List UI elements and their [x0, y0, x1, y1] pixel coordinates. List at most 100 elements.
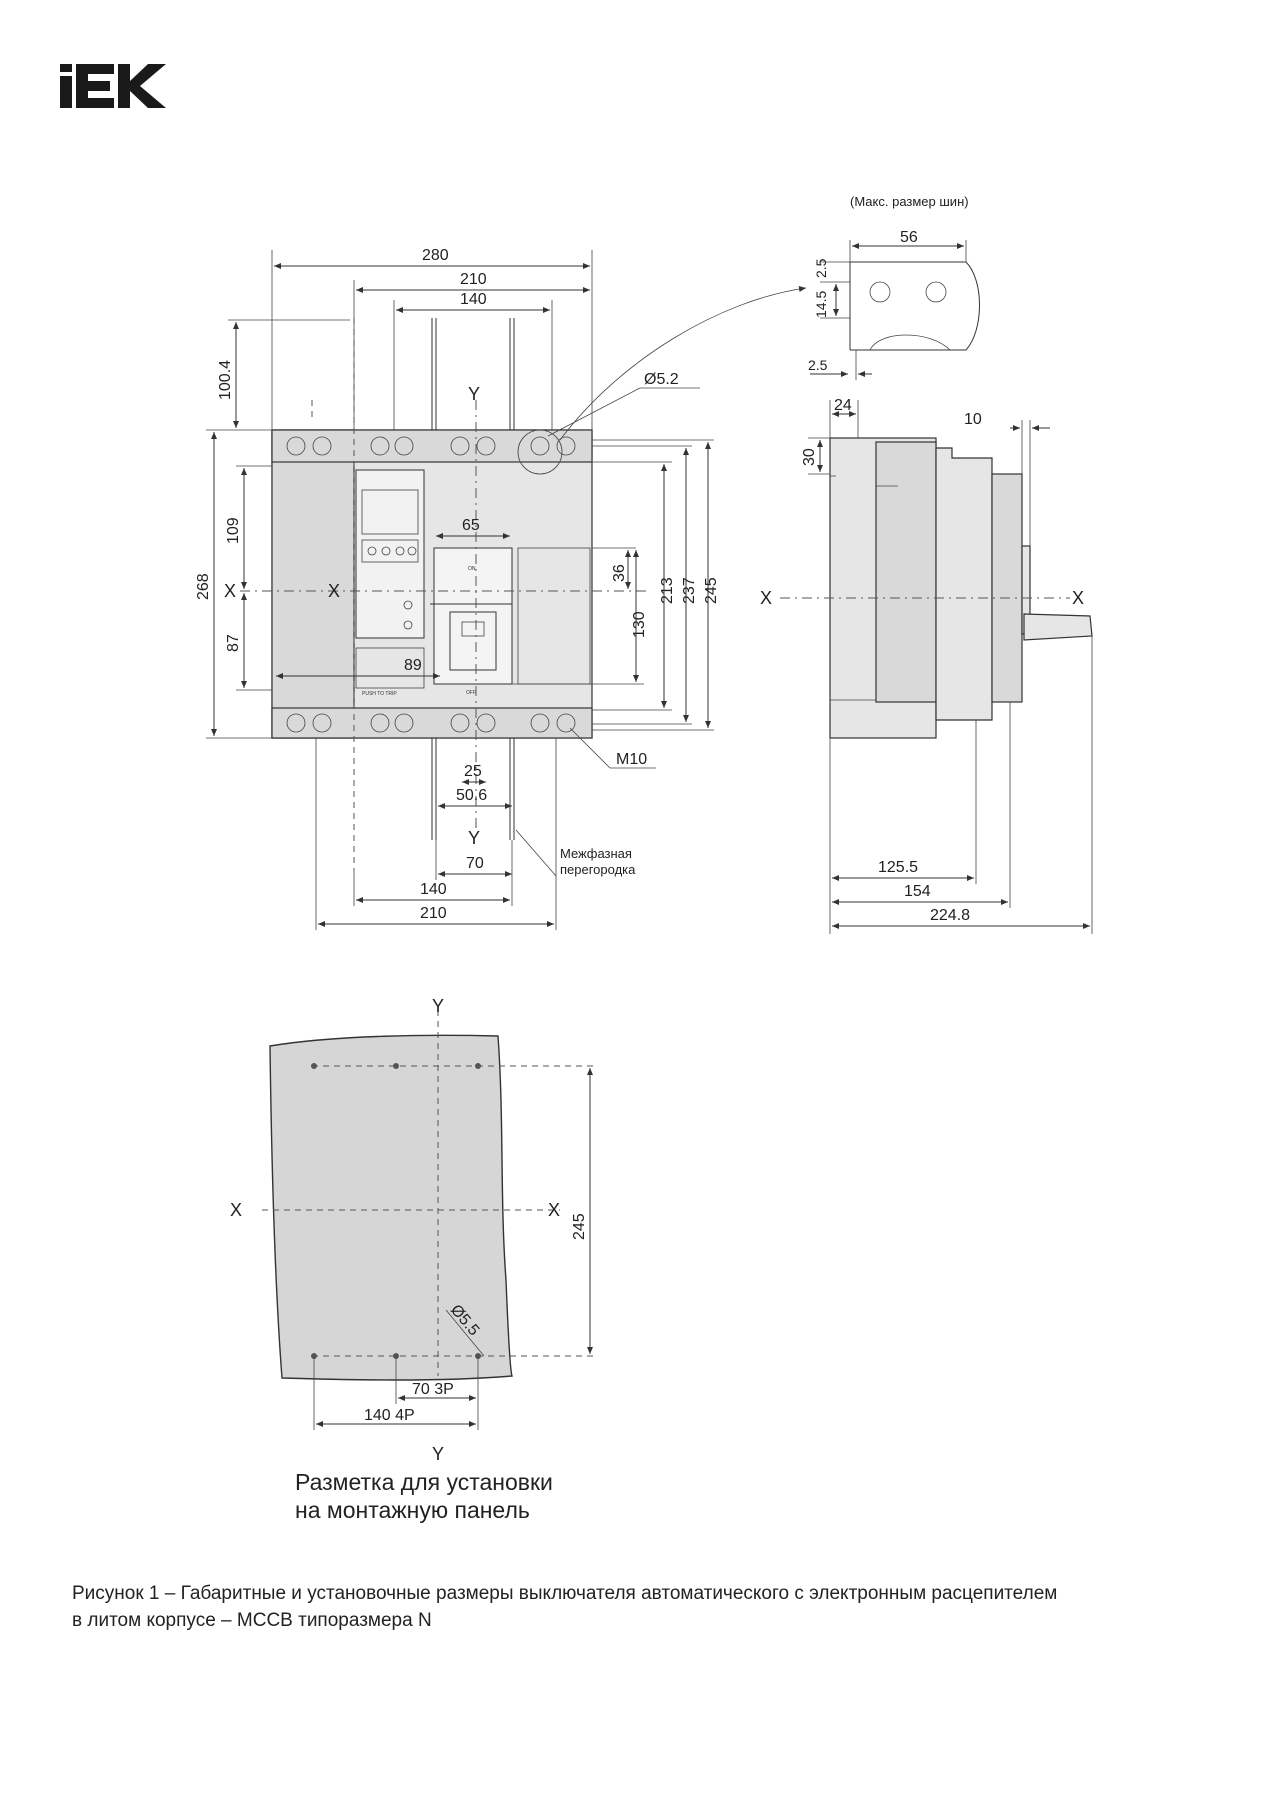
side-view: X X 24 10 30 125.5: [760, 397, 1093, 934]
figure-caption-line-1: Рисунок 1 – Габаритные и установочные ра…: [72, 1583, 1058, 1604]
svg-text:65: 65: [462, 517, 480, 534]
dim-30: 30: [801, 437, 830, 475]
figure-caption-line-2: в литом корпусе – MCCB типоразмера N: [72, 1610, 432, 1631]
dim-56: 56: [849, 229, 967, 262]
svg-text:210: 210: [420, 905, 447, 922]
svg-text:70 3P: 70 3P: [412, 1381, 454, 1398]
handle-on-label: ON: [468, 566, 476, 572]
axis-label-x-mid: X: [328, 581, 340, 601]
dim-109: 109: [225, 465, 272, 589]
trip-unit: [355, 469, 425, 639]
mounting-caption-line-1: Разметка для установки: [295, 1469, 553, 1495]
dim-87: 87: [225, 593, 272, 691]
iek-logo: [60, 64, 170, 113]
axis-label-x-left: X: [224, 581, 236, 601]
dim-268: 268: [195, 429, 272, 739]
dim-140-bottom: 140: [353, 840, 513, 906]
svg-text:100.4: 100.4: [217, 360, 234, 400]
dim-125-5: 125.5: [829, 720, 977, 934]
svg-text:224.8: 224.8: [930, 907, 970, 924]
svg-text:25: 25: [464, 763, 482, 780]
bottom-terminals: [286, 713, 576, 733]
svg-text:2.5: 2.5: [808, 357, 828, 373]
mounting-caption: Разметка для установки на монтажную пане…: [295, 1468, 695, 1524]
axis-label-y-top: Y: [468, 384, 480, 404]
dim-14-5: 14.5: [813, 284, 850, 319]
partition-rods: [431, 318, 515, 840]
svg-text:Ø5.2: Ø5.2: [644, 371, 679, 388]
side-axis-x-right: X: [1072, 588, 1084, 608]
dim-100-4: 100.4: [217, 319, 350, 428]
callout-partition: Межфазная перегородка: [515, 829, 636, 877]
top-terminals: [286, 429, 576, 475]
svg-text:245: 245: [703, 577, 720, 604]
svg-text:237: 237: [681, 577, 698, 604]
dim-25: 25: [462, 763, 486, 785]
dim-130: 130: [512, 550, 648, 685]
svg-text:89: 89: [404, 657, 422, 674]
panel-axis-y-bottom: Y: [432, 1444, 444, 1464]
dim-210-bottom: 210: [315, 738, 557, 930]
svg-text:268: 268: [195, 573, 212, 600]
bus-detail-note: (Макс. размер шин): [850, 194, 969, 209]
dim-10: 10: [964, 411, 1050, 546]
svg-text:50.6: 50.6: [456, 787, 487, 804]
svg-text:125.5: 125.5: [878, 859, 918, 876]
side-axis-x-left: X: [760, 588, 772, 608]
svg-text:109: 109: [225, 517, 242, 544]
dim-154: 154: [832, 702, 1011, 908]
svg-text:87: 87: [225, 634, 242, 652]
svg-text:2.5: 2.5: [813, 258, 829, 278]
dim-140-top: 140: [393, 291, 553, 430]
front-view: Y Y X X ON OFF PUSH TO TRIP 280 210 140 …: [195, 247, 807, 930]
panel-axis-x-right: X: [548, 1200, 560, 1220]
dim-89: 89: [276, 657, 440, 679]
dim-237: 237: [592, 445, 698, 725]
svg-text:130: 130: [631, 611, 648, 638]
bus-detail: (Макс. размер шин) 56 2.5 14.5 2.5: [808, 194, 980, 380]
dim-2-5-top: 2.5: [813, 258, 850, 283]
panel-axis-y-top: Y: [432, 996, 444, 1016]
svg-text:154: 154: [904, 883, 931, 900]
dim-245: 245: [592, 439, 720, 731]
dim-2-5-bottom: 2.5: [808, 350, 872, 380]
dim-280: 280: [271, 247, 593, 430]
figure-caption: Рисунок 1 – Габаритные и установочные ра…: [72, 1580, 1172, 1634]
svg-text:14.5: 14.5: [813, 291, 829, 318]
mounting-panel: Y Y X X 245 Ø5.5 70 3P 140 4P: [230, 996, 596, 1464]
svg-text:Межфазная: Межфазная: [560, 846, 632, 861]
callout-d5-2: Ø5.2: [547, 286, 807, 441]
svg-text:36: 36: [611, 564, 628, 582]
dim-24: 24: [829, 397, 859, 438]
svg-text:140: 140: [420, 881, 447, 898]
dim-panel-245: 245: [571, 1068, 593, 1354]
axis-label-y-bottom: Y: [468, 828, 480, 848]
svg-text:70: 70: [466, 855, 484, 872]
handle-off-label: OFF: [466, 690, 476, 696]
mounting-caption-line-2: на монтажную панель: [295, 1497, 530, 1523]
mounting-holes: [311, 1063, 481, 1359]
svg-text:10: 10: [964, 411, 982, 428]
svg-text:140: 140: [460, 291, 487, 308]
svg-text:210: 210: [460, 271, 487, 288]
svg-text:140 4P: 140 4P: [364, 1407, 415, 1424]
panel-axis-x-left: X: [230, 1200, 242, 1220]
dim-panel-70-3p: 70 3P: [395, 1356, 479, 1430]
svg-text:213: 213: [659, 577, 676, 604]
svg-text:M10: M10: [616, 751, 647, 768]
handle-window: [433, 547, 513, 685]
push-to-trip-label: PUSH TO TRIP: [362, 691, 397, 697]
dim-213: 213: [592, 461, 676, 711]
dim-36: 36: [592, 547, 636, 589]
dim-50-6: 50.6: [438, 787, 512, 809]
svg-text:245: 245: [571, 1213, 588, 1240]
svg-text:30: 30: [801, 448, 818, 466]
dim-65: 65: [436, 517, 510, 539]
callout-m10: M10: [569, 727, 656, 769]
dim-panel-140-4p: 140 4P: [313, 1356, 476, 1430]
dim-224-8: 224.8: [832, 636, 1093, 934]
dim-70-bottom: 70: [435, 840, 512, 880]
dim-210-top: 210: [353, 271, 590, 430]
mounting-panel-area: [269, 1034, 513, 1381]
